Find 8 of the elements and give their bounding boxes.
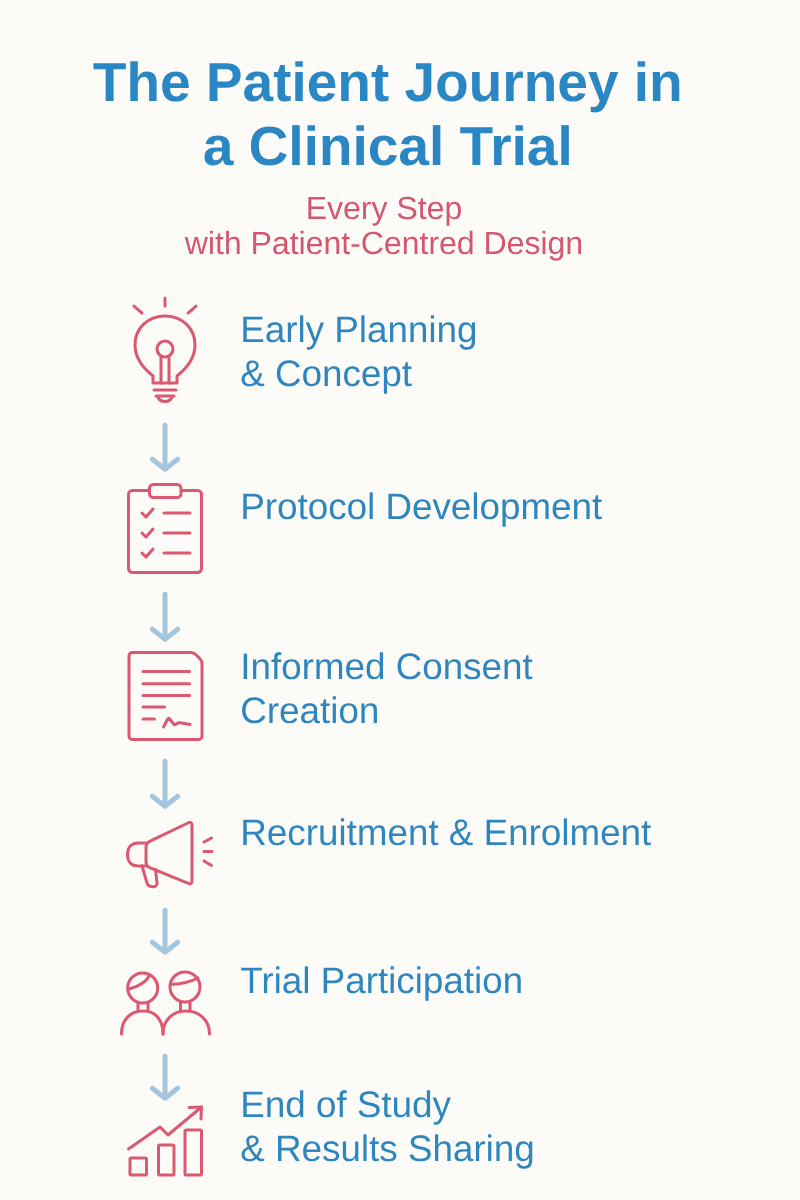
step-label: Early Planning & Concept: [241, 315, 476, 394]
step-label: Protocol Development: [243, 492, 602, 527]
step-label: Recruitment & Enrolment: [243, 818, 651, 846]
step-label: End of Study & Results Sharing: [241, 1090, 533, 1169]
step-label: Trial Participation: [241, 966, 521, 1001]
subtitle: Every Step with Patient-Centred Design: [184, 196, 582, 261]
title: The Patient Journey in a Clinical Trial: [93, 61, 680, 166]
step-label: Informed Consent Creation: [242, 652, 533, 724]
